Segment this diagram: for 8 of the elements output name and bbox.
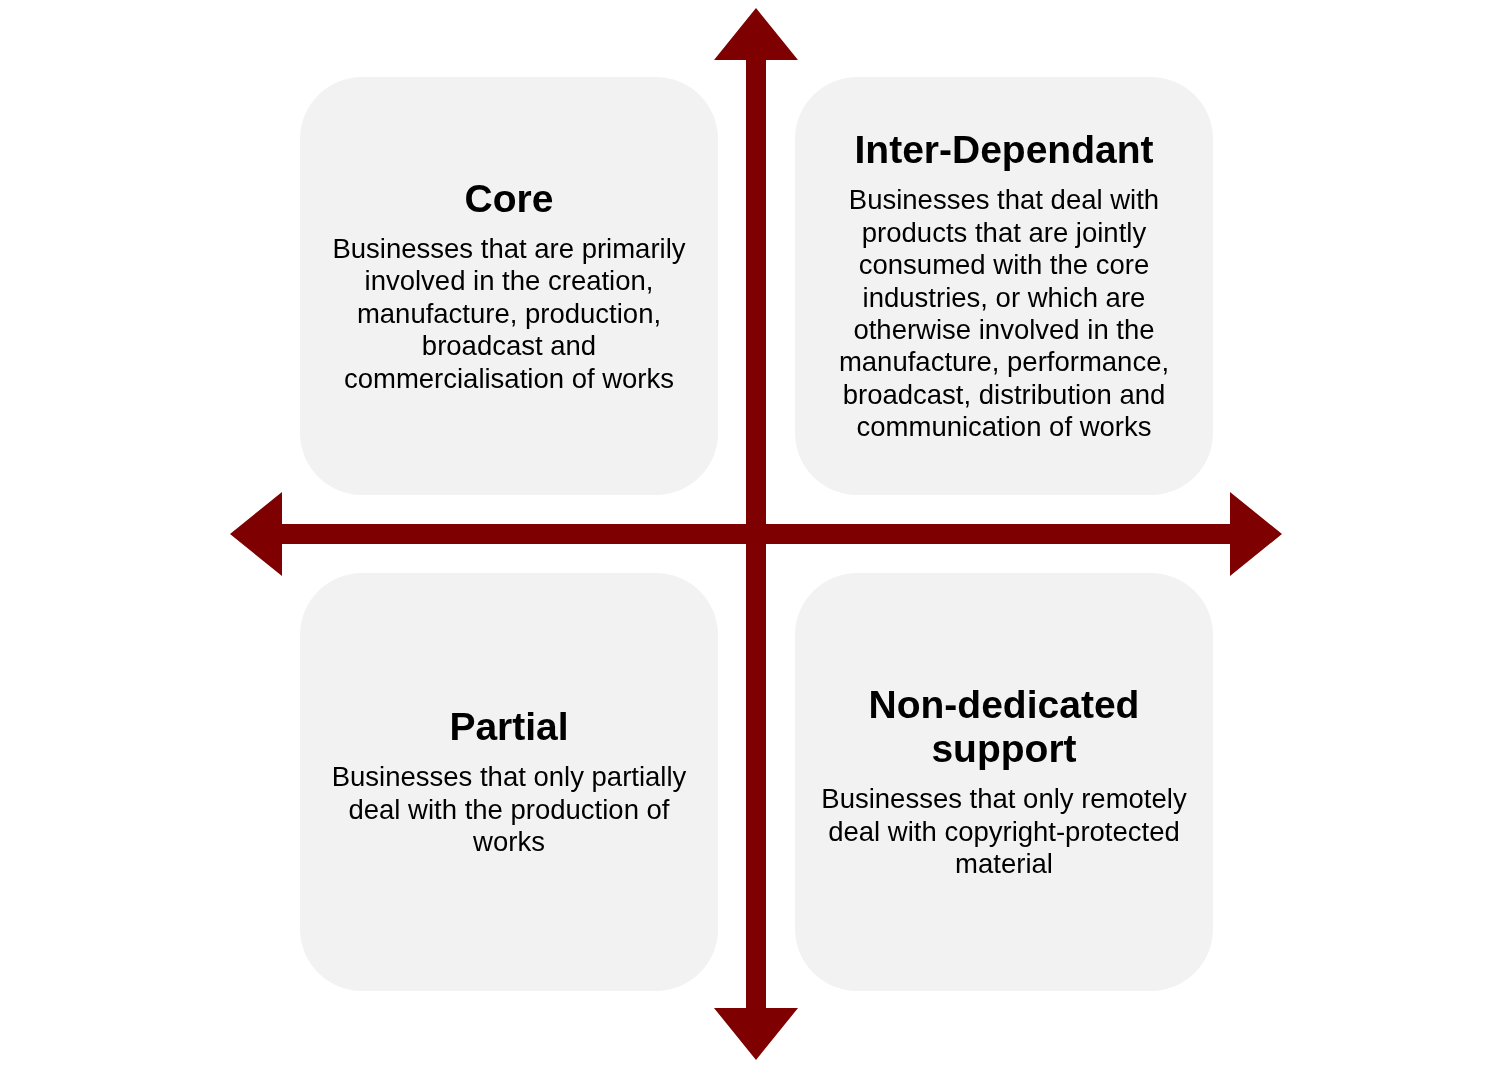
card-description: Businesses that only partially deal with the production of works	[330, 761, 688, 859]
card-heading: Non-dedicated support	[867, 683, 1141, 772]
card-description: Businesses that only remotely deal with copyright-protected material	[821, 783, 1187, 881]
card-heading: Core	[464, 177, 554, 221]
card-heading: Partial	[449, 705, 569, 750]
card-description: Businesses that are primarily involved in the creation, manufacture, production, broadcast and commercialisation of works	[331, 233, 687, 395]
card-description: Businesses that deal with products that are jointly consumed with the core industries, or which are otherwise involved in the manufacture, performance, broadcast, distribution and communication of works	[837, 184, 1171, 444]
card-heading: Inter-Dependant	[854, 128, 1154, 173]
